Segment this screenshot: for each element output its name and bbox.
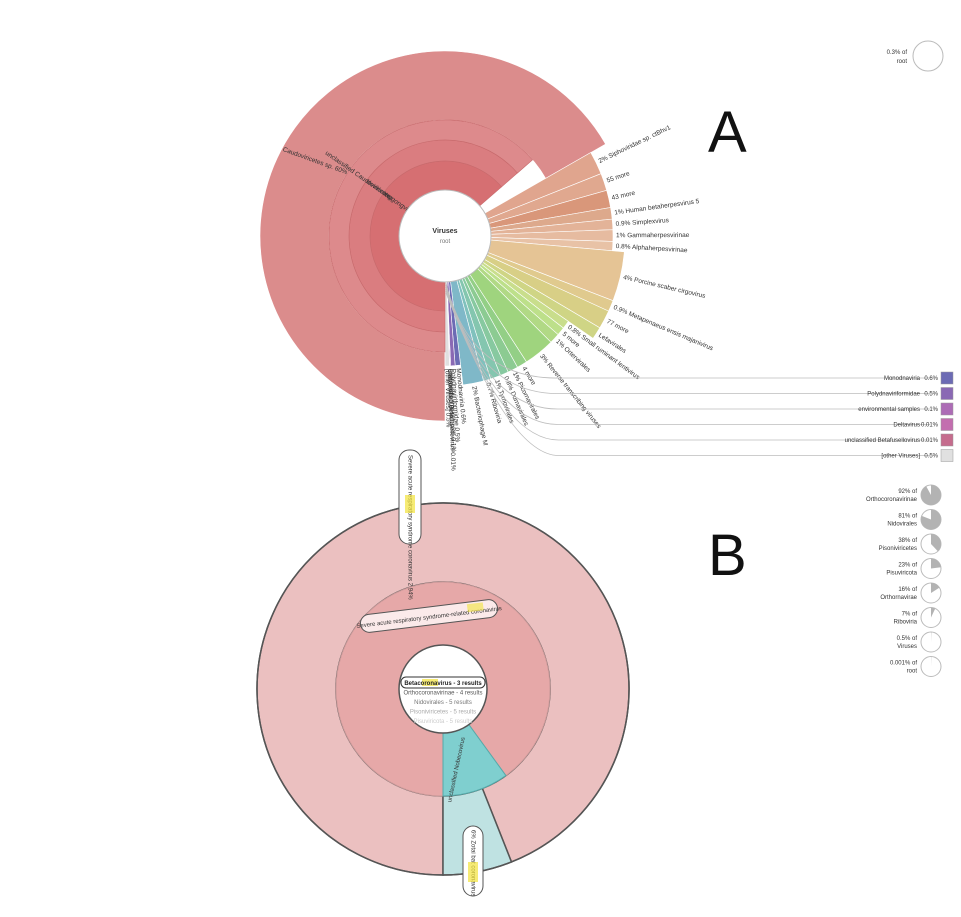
slice-label: 4% Porcine scaber cirgovirus (622, 274, 706, 300)
highlight-mark (468, 862, 478, 882)
scale-percent: 92% of (898, 489, 917, 495)
legend-percent: 0.1% (924, 407, 938, 413)
legend-swatch (940, 418, 954, 431)
panel-label-b: B (708, 523, 747, 588)
ring-segment (328, 119, 533, 353)
legend-percent: 0.5% (924, 454, 938, 460)
slice-label: 3% Reverse transcribing viruses (538, 353, 602, 431)
legend-leader (445, 292, 930, 456)
scale-pie-wedge (931, 583, 940, 593)
center-result-line: Betacoronavirus - 3 results (404, 681, 482, 687)
legend-swatch (940, 371, 954, 385)
legend-percent: 0.5% (924, 392, 938, 398)
legend-label: [other Viruses] (881, 454, 920, 460)
scale-label: Orthocoronavirinae (866, 497, 918, 503)
scale-percent: 0.001% of (890, 661, 917, 667)
scale-label: Pisuviricota (886, 571, 917, 577)
slice-label: Polydnaviriformidae 0.5% (449, 369, 460, 443)
highlight-mark (466, 602, 484, 613)
legend-swatch (940, 449, 954, 462)
scale-percent: 0.5% of (897, 636, 918, 642)
scale-circle (912, 40, 944, 72)
scale-pie-wedge (931, 534, 941, 552)
scale-label: Riboviria (894, 620, 918, 626)
scale-percent: 0.3% of (887, 50, 908, 56)
center-result-line: Pisuviricota - 5 results (414, 719, 473, 725)
scale-percent: 38% of (898, 538, 917, 544)
scale-pie-wedge (921, 485, 942, 506)
slice-label: 1% Gammaherpesvirinae (616, 232, 690, 239)
slice-label: Deltavirus 0.01% (446, 369, 455, 419)
center-result-line: Nidovirales - 5 results (414, 700, 472, 706)
sunburst-chart-a: Caudoviricetes sp. 60%2% Siphoviridae sp… (259, 40, 954, 471)
scale-label: root (907, 669, 918, 675)
slice-label: 2% Siphoviridae sp. ctBhv1 (598, 124, 673, 165)
legend-swatch (940, 387, 954, 400)
scale-pie-wedge (931, 558, 941, 569)
legend-label: Monodnaviria (884, 376, 921, 382)
outer-slice-label: Severe acute respiratory syndrome corona… (406, 455, 412, 600)
scale-percent: 16% of (898, 587, 917, 593)
center-result-line: Orthocoronavirinae - 4 results (403, 691, 482, 697)
scale-pie-wedge (921, 509, 941, 530)
slice-label: 55 more (606, 170, 631, 184)
legend-label: Polydnaviriformidae (867, 392, 920, 398)
legend-swatch (940, 433, 954, 447)
legend-percent: 0.6% (924, 376, 938, 382)
label-tag (359, 599, 499, 633)
sunburst-chart-b: Severe acute respiratory syndrome corona… (256, 449, 942, 897)
slice-label: unclassified Betafusellovirus 0.01% (446, 369, 457, 471)
slice-label: 77 more (605, 318, 630, 335)
legend-label: Deltavirus (893, 423, 920, 429)
slice-label: 2% Bacteriophage M (470, 386, 488, 447)
legend-label: unclassified Betafusellovirus (845, 438, 920, 444)
scale-label: Pisoniviricetes (879, 546, 917, 552)
highlight-mark (405, 495, 415, 513)
legend-percent: 0.01% (921, 438, 939, 444)
slice-label: 0.8% Small ruminant lentivirus (566, 324, 641, 382)
scale-percent: 81% of (898, 514, 917, 520)
scale-percent: 23% of (898, 563, 917, 569)
slice-label: 1% Human betaherpesvirus 5 (614, 198, 700, 217)
slice-label: environmental samples 0.1% (447, 369, 457, 453)
slice-label: 0.8% Alphaherpesvirinae (615, 243, 688, 254)
legend-leader (445, 290, 930, 441)
scale-label: root (897, 59, 908, 65)
scale-percent: 7% of (902, 612, 918, 618)
center-circle (398, 644, 488, 734)
legend-swatch (940, 402, 954, 416)
panel-label-a: A (708, 100, 747, 165)
legend-leader (445, 286, 930, 410)
scale-label: Viruses (897, 644, 917, 650)
center-subtitle: root (440, 239, 451, 245)
scale-pie-wedge (931, 607, 936, 618)
scale-label: Nidovirales (887, 522, 917, 528)
highlight-mark (422, 679, 438, 686)
legend-percent: 0.01% (921, 423, 939, 429)
center-title: Viruses (432, 228, 457, 235)
slice-label: 43 more (611, 190, 636, 202)
slice-label: [other Viruses] 0.5% (444, 369, 452, 428)
center-circle (398, 189, 492, 283)
legend-label: environmental samples (858, 407, 920, 413)
center-result-line: Pisoniviricetes - 5 results (410, 710, 476, 716)
slice-label: 0.9% Simplexvirus (615, 217, 670, 228)
scale-label: Orthornavirae (880, 595, 917, 601)
outer-border (256, 502, 630, 876)
